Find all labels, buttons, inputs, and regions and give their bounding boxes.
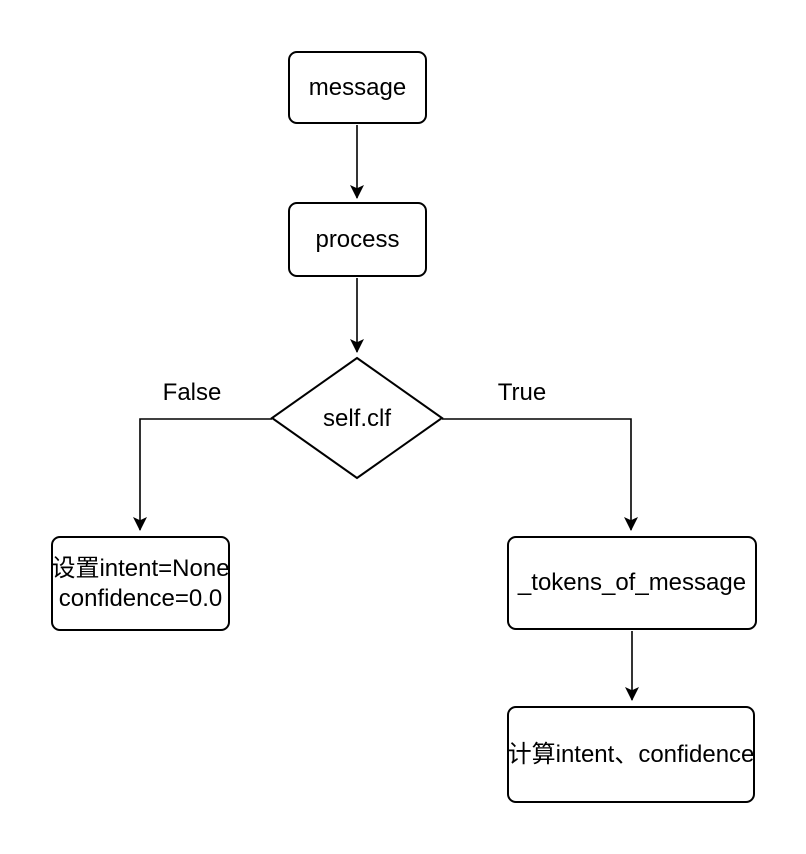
node-message: message: [288, 51, 427, 124]
node-set-intent-none-line2: confidence=0.0: [58, 584, 223, 612]
edge-label-false: False: [162, 379, 222, 406]
decision-node-label: self.clf: [322, 405, 392, 432]
node-process: process: [288, 202, 427, 277]
edge-decision-false-branch: [133, 418, 272, 531]
decision-diamond-shape: [270, 356, 444, 480]
edge-label-true: True: [497, 379, 547, 406]
edge-decision-true-branch: [442, 418, 638, 531]
node-set-intent-none: 设置intent=None confidence=0.0: [51, 536, 230, 631]
node-set-intent-none-line1: 设置intent=None: [51, 554, 230, 582]
node-compute-intent-confidence: 计算intent、confidence: [507, 706, 755, 803]
node-tokens-of-message: _tokens_of_message: [507, 536, 757, 630]
